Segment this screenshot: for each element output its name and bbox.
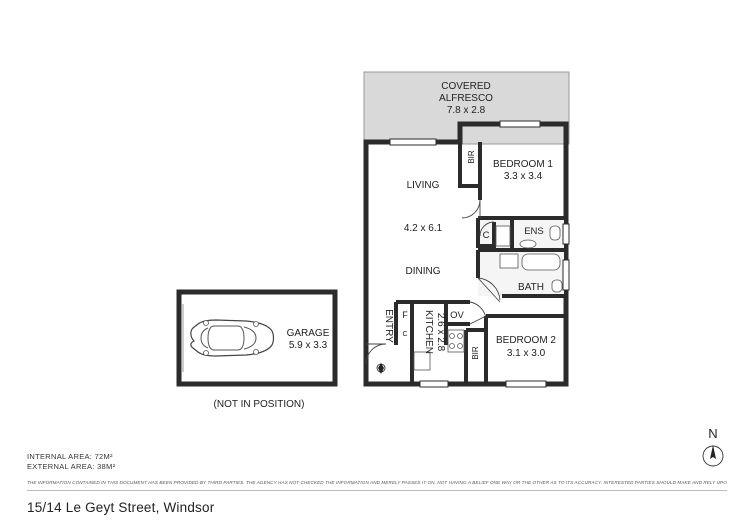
bedroom1-dims: 3.3 x 3.4: [504, 171, 543, 182]
alfresco-dims: 7.8 x 2.8: [447, 105, 486, 116]
living-sliding-door: [389, 138, 437, 146]
divider: [27, 490, 727, 491]
not-in-position-note: (NOT IN POSITION): [214, 399, 305, 410]
disclaimer-text: THE INFORMATION CONTAINED IN THIS DOCUME…: [27, 480, 727, 485]
living-dims: 4.2 x 6.1: [404, 223, 443, 234]
garage-dims: 5.9 x 3.3: [289, 340, 328, 351]
alfresco-label-2: ALFRESCO: [439, 93, 493, 104]
dining-label: DINING: [406, 266, 441, 277]
stove: [447, 329, 465, 353]
property-address: 15/14 Le Geyt Street, Windsor: [27, 500, 215, 515]
alfresco-area: [363, 71, 570, 145]
living-label: LIVING: [407, 180, 440, 191]
ensuite-window: [562, 223, 570, 245]
bedroom2-label: BEDROOM 2: [496, 335, 556, 346]
interior-walls: [394, 142, 566, 384]
car-icon: [190, 319, 275, 357]
north-arrow-icon: N: [702, 426, 724, 467]
pantry-label: C: [402, 331, 407, 338]
bathtub: [521, 253, 561, 271]
bedroom2-dims: 3.1 x 3.0: [507, 348, 546, 359]
svg-text:BEDROOM 23.1 x 3.0: BEDROOM 2 3.1 x 3.0: [496, 335, 556, 359]
bath-window: [562, 259, 570, 291]
ensuite-basin: [519, 239, 537, 249]
garage-label: GARAGE: [287, 328, 330, 339]
bedroom2-door: [469, 301, 487, 325]
bath-toilet: [551, 279, 563, 293]
external-area: EXTERNAL AREA: 38M²: [27, 462, 116, 471]
bir2-label: BIR: [471, 346, 480, 360]
alfresco-label-1: COVERED: [441, 81, 490, 92]
entry-arrow-icon: [376, 363, 386, 374]
shower-fixture: [495, 225, 511, 247]
ensuite-toilet: [549, 225, 561, 241]
internal-area: INTERNAL AREA: 72M²: [27, 452, 113, 461]
bedroom1-label: BEDROOM 1: [493, 159, 553, 170]
compass-label: N: [708, 426, 717, 441]
bedroom1-door: [461, 199, 481, 219]
kitchen-sink: [413, 351, 431, 371]
kitchen-dims: 2.6 x 2.8: [435, 313, 446, 352]
bath-door: [477, 277, 501, 303]
svg-text:BEDROOM 13.3 x 3.4: BEDROOM 13.3 x 3.4: [493, 159, 553, 182]
oven-label: OV: [450, 310, 464, 321]
entry-label: ENTRY: [383, 309, 394, 343]
fridge-label: F: [402, 310, 408, 320]
cupboard-door: [479, 221, 495, 237]
bedroom2-window: [505, 380, 547, 388]
bath-label: BATH: [518, 282, 544, 293]
bedroom1-window: [499, 120, 541, 128]
vanity: [499, 253, 519, 269]
cupboard-label: C: [483, 230, 490, 241]
kitchen-label: KITCHEN: [423, 310, 434, 354]
bir1-label: BIR: [467, 150, 476, 164]
kitchen-window: [419, 380, 449, 388]
entry-door: [365, 343, 387, 365]
ensuite-label: ENS: [524, 226, 544, 237]
